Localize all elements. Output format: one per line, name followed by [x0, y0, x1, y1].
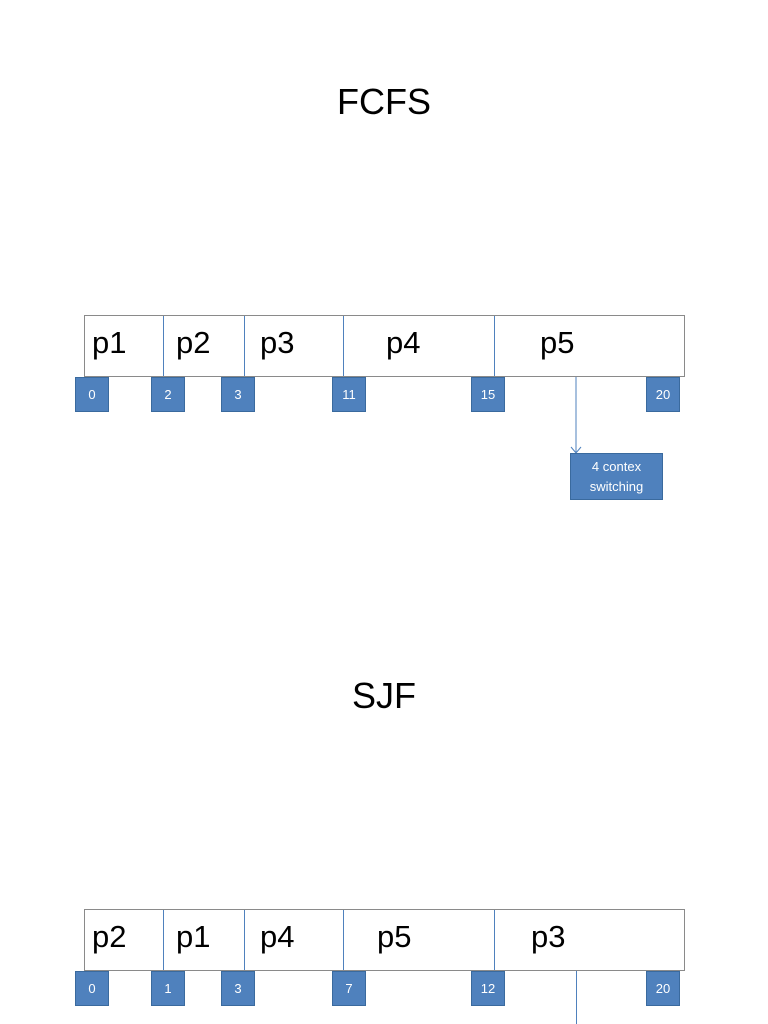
sjf-process-label: p2 — [92, 919, 127, 954]
fcfs-time-marker: 3 — [221, 377, 255, 412]
note-line-1: 4 contex — [591, 459, 642, 474]
sjf-time-marker: 12 — [471, 971, 505, 1006]
fcfs-process-label: p2 — [176, 325, 211, 360]
fcfs-time-marker: 15 — [471, 377, 505, 412]
fcfs-divider — [494, 316, 495, 376]
sjf-divider — [163, 910, 164, 970]
sjf-process-label: p3 — [531, 919, 566, 954]
sjf-title: SJF — [351, 675, 416, 716]
sjf-time-marker: 1 — [151, 971, 185, 1006]
sjf-time-marker: 3 — [221, 971, 255, 1006]
fcfs-divider — [244, 316, 245, 376]
sjf-divider — [244, 910, 245, 970]
fcfs-divider — [343, 316, 344, 376]
fcfs-time-marker: 0 — [75, 377, 109, 412]
context-switch-note: 4 contex switching — [570, 453, 663, 500]
sjf-connector-line — [576, 971, 577, 1024]
fcfs-process-label: p1 — [92, 325, 127, 360]
fcfs-process-label: p5 — [540, 325, 575, 360]
fcfs-time-marker: 20 — [646, 377, 680, 412]
sjf-process-label: p4 — [260, 919, 295, 954]
sjf-process-label: p1 — [176, 919, 211, 954]
annotation-arrow — [570, 377, 582, 454]
fcfs-process-label: p4 — [386, 325, 421, 360]
fcfs-process-label: p3 — [260, 325, 295, 360]
fcfs-time-marker: 11 — [332, 377, 366, 412]
sjf-divider — [494, 910, 495, 970]
sjf-time-marker: 7 — [332, 971, 366, 1006]
fcfs-time-marker: 2 — [151, 377, 185, 412]
sjf-divider — [343, 910, 344, 970]
sjf-gantt-bar: p2 p1 p4 p5 p3 — [84, 909, 685, 971]
fcfs-title: FCFS — [337, 81, 431, 122]
fcfs-divider — [163, 316, 164, 376]
sjf-time-marker: 0 — [75, 971, 109, 1006]
sjf-process-label: p5 — [377, 919, 412, 954]
note-line-2: switching — [589, 479, 644, 494]
sjf-time-marker: 20 — [646, 971, 680, 1006]
fcfs-gantt-bar: p1 p2 p3 p4 p5 — [84, 315, 685, 377]
